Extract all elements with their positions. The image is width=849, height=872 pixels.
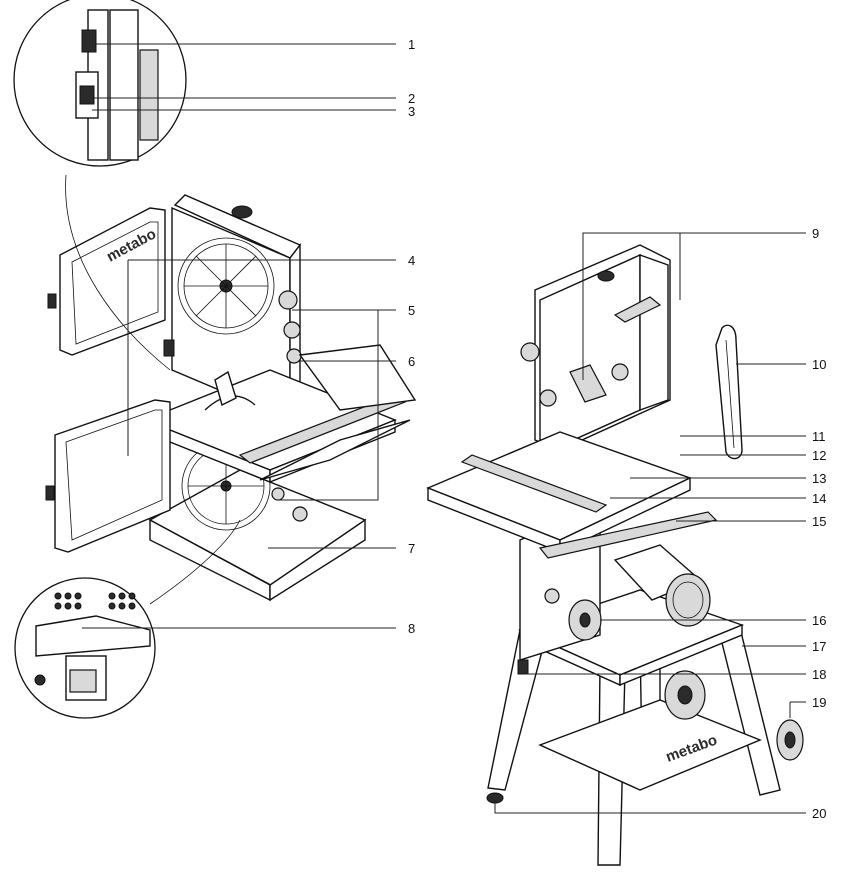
callout-10: 10	[812, 357, 826, 372]
callout-4: 4	[408, 253, 415, 268]
callout-15: 15	[812, 514, 826, 529]
callout-leaders	[82, 43, 806, 814]
callout-1: 1	[408, 37, 415, 52]
callout-17: 17	[812, 639, 826, 654]
callout-19: 19	[812, 695, 826, 710]
callout-labels: 1 2 3 4 5 6 7 8 9 10 11 12 13 14 15 16 1…	[408, 37, 826, 821]
callout-6: 6	[408, 354, 415, 369]
callout-2: 2	[408, 91, 415, 106]
callout-16: 16	[812, 613, 826, 628]
callout-20: 20	[812, 806, 826, 821]
callout-9: 9	[812, 226, 819, 241]
callout-7: 7	[408, 541, 415, 556]
detail-inset-top	[13, 0, 187, 371]
callout-18: 18	[812, 667, 826, 682]
left-band-saw: metabo	[45, 194, 417, 602]
callout-14: 14	[812, 491, 826, 506]
right-band-saw: metabo	[426, 244, 804, 866]
detail-inset-bottom	[14, 519, 241, 719]
callout-3: 3	[408, 104, 415, 119]
callout-12: 12	[812, 448, 826, 463]
callout-8: 8	[408, 621, 415, 636]
callout-5: 5	[408, 303, 415, 318]
callout-13: 13	[812, 471, 826, 486]
callout-11: 11	[812, 429, 826, 444]
